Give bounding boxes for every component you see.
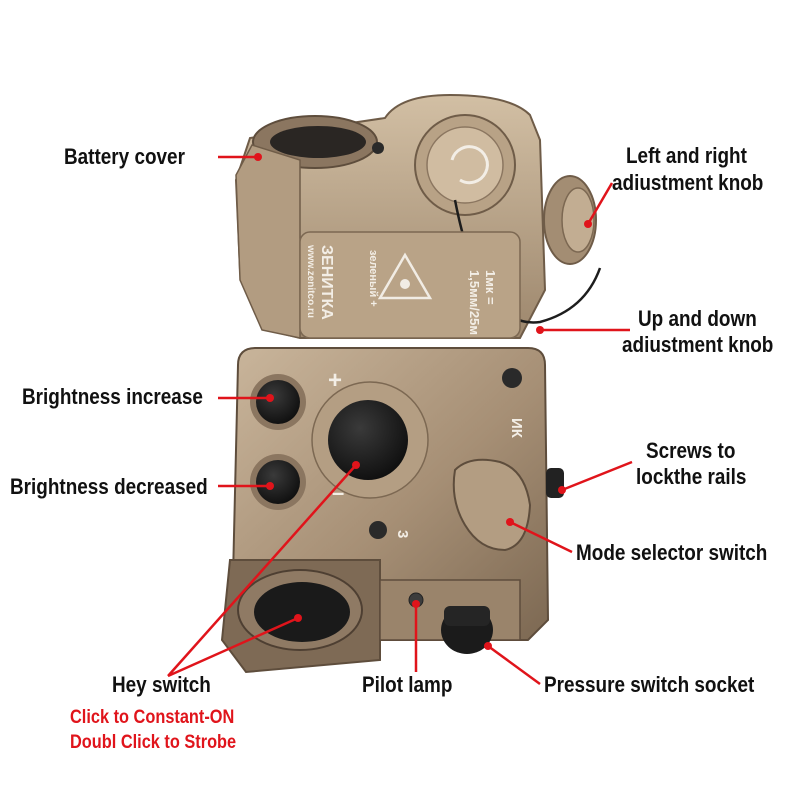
mode-selector-switch [452, 458, 532, 552]
line-hey-switch-b [167, 464, 357, 677]
dot-brightness-inc [266, 394, 274, 402]
label-hey-switch: Hey switch [112, 672, 211, 697]
dot-brightness-dec [266, 482, 274, 490]
mode-3-text: 3 [394, 530, 411, 538]
label-plate [299, 231, 521, 339]
laser-warning-icon [377, 252, 433, 300]
dot-screws [558, 486, 566, 494]
screw-mid [369, 521, 387, 539]
label-brightness-decreased: Brightness decreased [10, 474, 208, 499]
label-ud-knob-1: Up and down [638, 306, 757, 331]
label-brightness-increase: Brightness increase [22, 384, 203, 409]
annotation-lines [167, 153, 633, 686]
device-body [220, 93, 602, 674]
label-mode-selector: Mode selector switch [576, 540, 768, 565]
minus-mark: – [332, 480, 344, 505]
laser-color-text: зеленый + [367, 250, 379, 307]
battery-housing [235, 144, 301, 339]
plus-mark: + [328, 367, 342, 394]
line-mode-selector [509, 520, 573, 554]
spec-text-1: 1мк = [483, 270, 498, 305]
mode-ik-text: ИК [508, 418, 525, 439]
line-screws [561, 460, 633, 492]
line-lr-knob [586, 182, 614, 225]
label-click-constant: Click to Constant-ON [70, 707, 235, 728]
dot-hey-b [352, 461, 360, 469]
dot-hey-a [294, 614, 302, 622]
line-pressure-socket [487, 644, 541, 686]
label-pilot-lamp: Pilot lamp [362, 672, 453, 697]
label-screws-1: Screws to [646, 438, 736, 463]
label-battery-cover: Battery cover [64, 144, 185, 169]
label-screws-2: lockthe rails [636, 464, 747, 489]
line-hey-switch-a [167, 616, 299, 678]
dot-pilot [412, 600, 420, 608]
dot-battery [254, 153, 262, 161]
spec-text-2: 1,5мм/25м [467, 270, 482, 335]
label-lr-knob-1: Left and right [626, 143, 747, 168]
label-pressure-socket: Pressure switch socket [544, 672, 755, 697]
label-ud-knob-2: adiustment knob [622, 332, 774, 357]
website-text: www.zenitco.ru [305, 244, 316, 318]
dot-ud-knob [536, 326, 544, 334]
screw-top [502, 368, 522, 388]
label-doubl-click: Doubl Click to Strobe [70, 732, 237, 753]
dot-lr-knob [584, 220, 592, 228]
label-lr-knob-2: adiustment knob [612, 170, 764, 195]
brand-text: ЗЕНИТКА [318, 245, 335, 320]
dot-mode [506, 518, 514, 526]
dot-pressure [484, 642, 492, 650]
device-engravings: ЗЕНИТКА www.zenitco.ru зеленый + 1мк = 1… [305, 244, 525, 538]
